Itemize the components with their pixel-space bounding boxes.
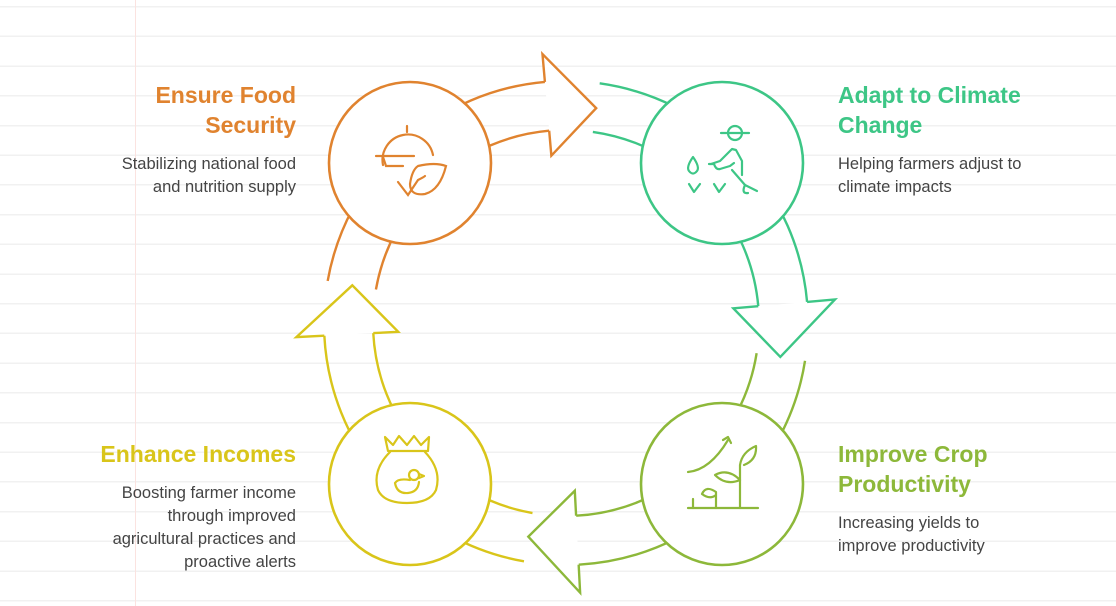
circle-climate [639,80,805,246]
arrow-green-head [730,297,839,359]
step-improve-crop-productivity: Improve Crop Productivity Increasing yie… [838,439,1098,558]
step-enhance-incomes: Enhance Incomes Boosting farmer income t… [36,439,296,574]
step-title: Enhance Incomes [36,439,296,469]
desc-line: Helping farmers adjust to [838,155,1022,173]
step-title: Ensure Food Security [36,80,296,140]
arrow-yellow-head [293,283,401,339]
title-line: Adapt to Climate [838,82,1021,108]
step-description: Increasing yields to improve productivit… [838,512,1098,558]
arrow-lime-head [526,488,582,596]
title-line: Change [838,112,923,138]
margin-line [135,0,136,606]
step-title: Adapt to Climate Change [838,80,1098,140]
circle-incomes [327,401,493,567]
step-description: Stabilizing national food and nutrition … [36,153,296,199]
desc-line: improve productivity [838,537,985,555]
desc-line: through improved [167,507,296,525]
plate-leaf-icon [374,124,448,197]
farmer-watering-icon [687,124,759,195]
desc-line: and nutrition supply [152,178,296,196]
title-line: Ensure Food [155,82,296,108]
title-line: Improve Crop [838,441,988,467]
step-description: Boosting farmer income through improved … [36,482,296,574]
title-line: Security [205,112,296,138]
step-description: Helping farmers adjust to climate impact… [838,153,1098,199]
desc-line: Stabilizing national food [121,155,296,173]
circle-food-security [327,80,493,246]
desc-line: Boosting farmer income [121,484,296,502]
desc-line: climate impacts [838,178,952,196]
step-adapt-to-climate-change: Adapt to Climate Change Helping farmers … [838,80,1098,199]
arrow-orange-head [540,50,598,159]
step-title: Improve Crop Productivity [838,439,1098,499]
desc-line: agricultural practices and [112,530,296,548]
plant-growth-icon [686,435,760,510]
title-line: Enhance Incomes [100,441,296,467]
desc-line: proactive alerts [184,553,296,571]
desc-line: Increasing yields to [838,514,980,532]
arrow-orange-head-fill [542,54,597,156]
money-bag-icon [375,434,439,505]
arrow-yellow-head-fill [296,285,399,338]
circle-productivity [639,401,805,567]
arrow-green-head-fill [733,299,835,357]
step-ensure-food-security: Ensure Food Security Stabilizing nationa… [36,80,296,199]
arrow-lime-head-fill [528,490,581,593]
title-line: Productivity [838,471,971,497]
